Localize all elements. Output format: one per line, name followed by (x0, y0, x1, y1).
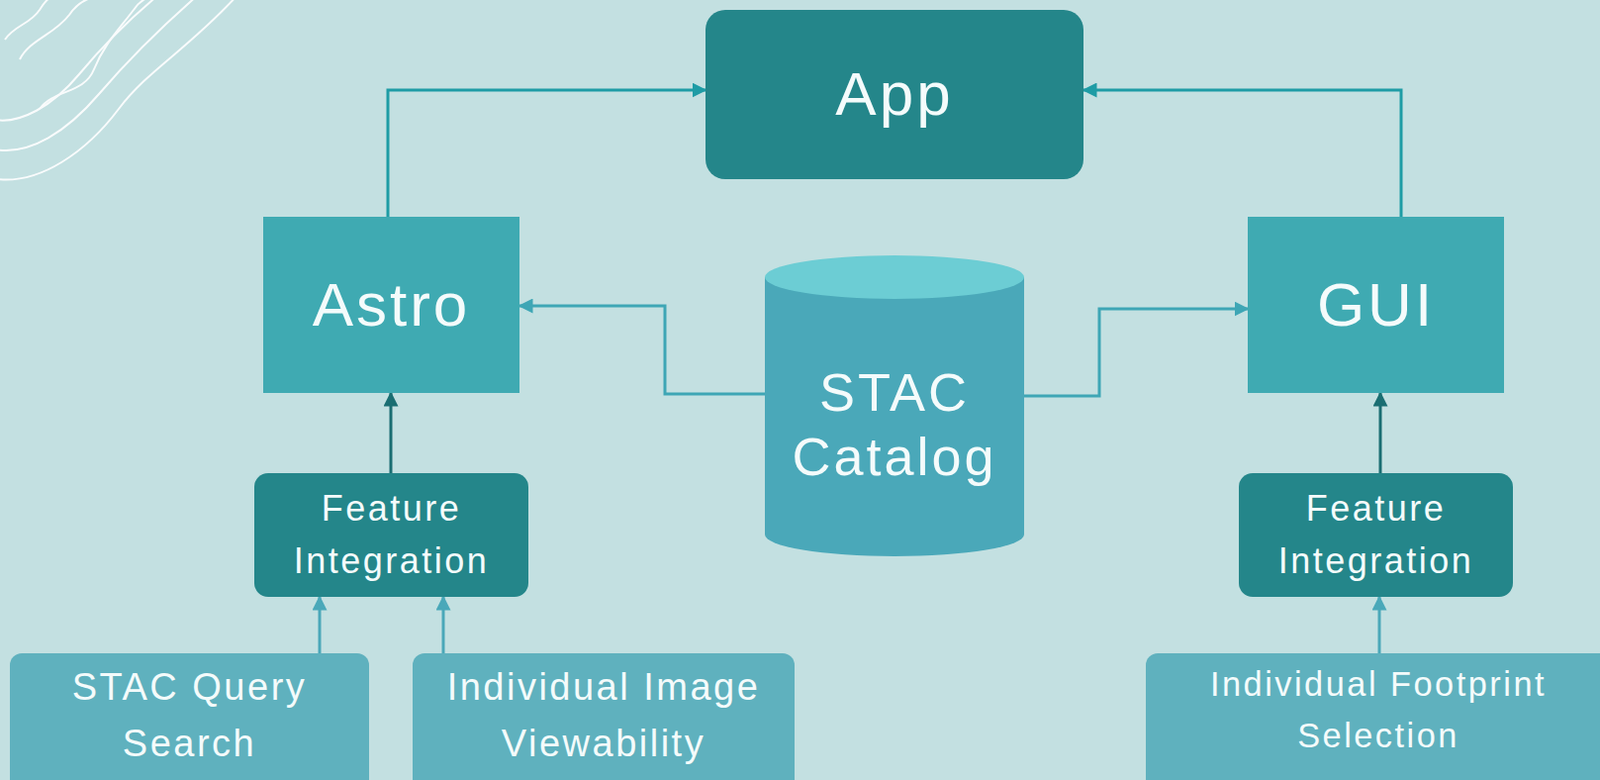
connector-arrow (318, 596, 322, 654)
connector-arrow (1083, 90, 1402, 217)
module-box: Astro (263, 216, 520, 393)
database-cylinder: STAC Catalog (764, 255, 1025, 557)
connector-arrow (442, 596, 446, 654)
feature-box: STAC Query Search (9, 653, 370, 780)
node-label: Individual Footprint Selection (1149, 658, 1600, 761)
app-box: App (705, 9, 1084, 180)
connector-arrow (1379, 392, 1383, 473)
feature-box: Individual Image Viewability (412, 653, 795, 780)
node-label: Feature Integration (1250, 482, 1502, 586)
contour-decoration (0, 0, 258, 198)
node-label: Astro (312, 268, 471, 342)
connector-arrow (1378, 596, 1382, 654)
node-label: Feature Integration (266, 482, 517, 586)
integration-box: Feature Integration (1238, 472, 1513, 597)
connector-arrow (519, 305, 765, 394)
feature-box: Individual Footprint Selection (1145, 653, 1600, 780)
connector-arrow (387, 90, 706, 217)
integration-box: Feature Integration (254, 472, 529, 597)
node-label: GUI (1317, 268, 1435, 342)
node-label: Individual Image Viewability (426, 658, 781, 772)
connector-arrow (1024, 308, 1248, 396)
node-label: STAC Catalog (776, 360, 1013, 489)
module-box: GUI (1247, 216, 1505, 393)
node-label: App (835, 57, 953, 131)
connector-arrow (389, 392, 393, 473)
node-label: STAC Query Search (35, 658, 344, 772)
